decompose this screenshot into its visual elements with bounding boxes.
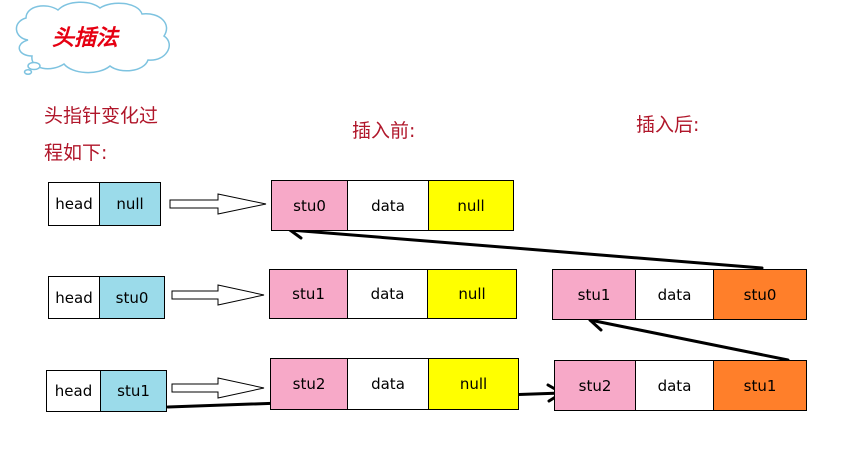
before-node-row1: stu1 bbox=[269, 269, 348, 319]
before-next-row2: null bbox=[428, 358, 519, 410]
after-data-row2: data bbox=[635, 360, 714, 411]
before-next-row1: null bbox=[427, 269, 517, 319]
arrow-after1-to-stu0 bbox=[288, 228, 764, 270]
hollow-arrow-row0 bbox=[169, 193, 267, 215]
after-data-row1: data bbox=[635, 269, 714, 320]
head-label-row0: head bbox=[48, 182, 100, 226]
head-label-row1: head bbox=[48, 276, 100, 319]
arrow-after2-to-after1 bbox=[588, 318, 790, 362]
before-next-row0: null bbox=[428, 180, 514, 231]
description-line1: 头指针变化过 bbox=[44, 105, 159, 127]
after-node-row2: stu2 bbox=[554, 360, 636, 411]
after-label: 插入后: bbox=[636, 114, 700, 136]
head-value-row2: stu1 bbox=[100, 370, 167, 412]
head-value-row0: null bbox=[99, 182, 161, 226]
before-data-row2: data bbox=[347, 358, 429, 410]
page-title: 头插法 bbox=[52, 26, 119, 51]
hollow-arrows bbox=[169, 193, 267, 399]
before-data-row0: data bbox=[347, 180, 429, 231]
after-node-row1: stu1 bbox=[552, 269, 636, 320]
before-data-row1: data bbox=[347, 269, 428, 319]
hollow-arrow-row2 bbox=[171, 377, 265, 399]
head-label-row2: head bbox=[46, 370, 101, 412]
description-line2: 程如下: bbox=[44, 142, 108, 164]
after-next-row1: stu0 bbox=[713, 269, 807, 320]
after-next-row2: stu1 bbox=[713, 360, 807, 411]
before-node-row0: stu0 bbox=[271, 180, 348, 231]
before-label: 插入前: bbox=[352, 120, 416, 142]
hollow-arrow-row1 bbox=[171, 284, 265, 306]
head-value-row1: stu0 bbox=[99, 276, 165, 319]
title-cloud bbox=[15, 1, 170, 75]
before-node-row2: stu2 bbox=[270, 358, 348, 410]
